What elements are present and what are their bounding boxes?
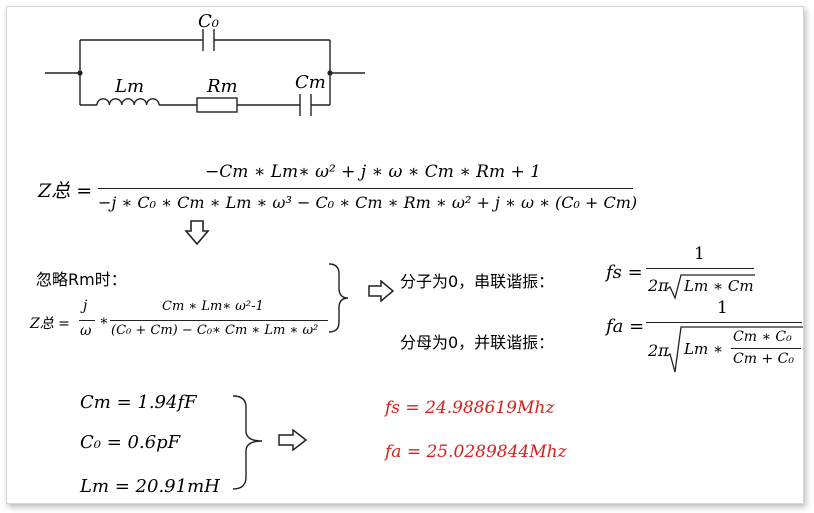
eq2-j-denominator: ω [80,323,92,339]
eq2-fraction-bar [110,320,328,321]
parallel-resonance-label: 分母为0，并联谐振： [400,333,555,352]
eq1-lhs: Z总 = [38,180,93,202]
fa-lhs: fa = [606,316,645,337]
eq1-fraction-bar [98,188,633,189]
c0-value: C₀ = 0.6pF [80,432,181,453]
fs-result: fs = 24.988619Mhz [385,398,555,418]
values-brace [232,395,263,490]
lm-value: Lm = 20.91mH [80,476,220,497]
eq2-denominator: (C₀ + Cm) − C₀∗ Cm ∗ Lm ∗ ω² [111,323,319,338]
rm-label: Rm [207,76,238,97]
eq2-lhs: Z总 = [30,316,70,332]
c0-label: C₀ [198,11,219,32]
fa-result: fa = 25.0289844Mhz [385,442,567,462]
left-junction-dot [77,70,83,76]
down-arrow-icon [184,220,210,246]
cm-value: Cm = 1.94fF [80,392,197,413]
fa-den-prefix: 2π [648,341,669,360]
cm-label: Cm [295,72,326,93]
fa-inner-fraction-bar [731,348,801,349]
fa-numerator: 1 [717,298,728,318]
eq2-numerator: Cm ∗ Lm∗ ω²-1 [162,299,264,314]
eq2-j-bar [79,320,95,321]
fa-inner-denominator: Cm + C₀ [733,351,794,367]
eq2-times: ∗ [99,313,109,329]
fs-den-root: Lm ∗ Cm [684,277,754,295]
fa-fraction-bar [646,322,802,323]
fs-den-prefix: 2π [648,276,669,295]
resistor-rm-body [196,97,238,113]
ignore-rm-heading: 忽略Rm时： [36,270,127,289]
fs-numerator: 1 [694,244,705,264]
series-resonance-label: 分子为0，串联谐振： [400,272,555,291]
fa-den-root-prefix: Lm ∗ [684,340,724,358]
fa-sqrt-sign [666,326,803,373]
fs-sqrt-sign [666,274,755,300]
slide-frame [6,6,804,504]
right-junction-dot [327,70,333,76]
eq2-brace [328,263,349,333]
right-arrow-icon [368,280,394,302]
right-arrow-icon-2 [278,429,308,451]
lm-label: Lm [115,76,145,97]
fa-inner-numerator: Cm ∗ C₀ [733,329,792,345]
inductor-lm-coil [96,98,160,106]
eq2-j-numerator: j [83,298,88,314]
eq1-denominator: −j ∗ C₀ ∗ Cm ∗ Lm ∗ ω³ − C₀ ∗ Cm ∗ Rm ∗ … [98,193,638,212]
eq1-numerator: −Cm ∗ Lm∗ ω² + j ∗ ω ∗ Cm ∗ Rm + 1 [205,162,541,182]
fs-fraction-bar [646,268,754,269]
fs-lhs: fs = [606,262,643,283]
